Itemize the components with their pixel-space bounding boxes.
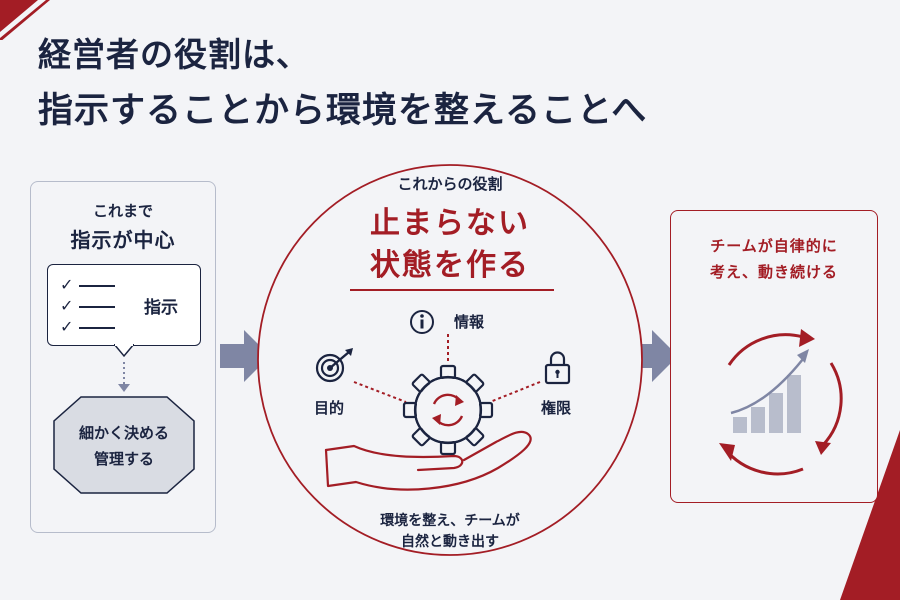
octagon-line2: 管理する [93, 450, 154, 468]
instruction-bubble: ✓ ✓ ✓ 指示 [47, 264, 201, 346]
growth-cycle-graphic [719, 329, 843, 476]
center-graphic [315, 310, 571, 491]
left-caption-big: 指示が中心 [70, 228, 176, 252]
center-headline-line2: 状態を作る [370, 248, 530, 283]
gear-icon [402, 364, 494, 456]
center-ellipse-frame [257, 164, 643, 556]
node-purpose-label: 目的 [314, 399, 345, 417]
center-footer-line1: 環境を整え、チームが [380, 513, 520, 529]
checklist-icon: ✓ [60, 275, 116, 294]
node-information-label: 情報 [454, 313, 485, 331]
page-title-line1: 経営者の役割は、 [38, 35, 310, 74]
dotted-down-arrow-icon [118, 362, 130, 392]
micromanage-text: 細かく決める 管理する [53, 420, 195, 472]
right-text-line1: チームが自律的に [710, 237, 838, 255]
right-panel-after: チームが自律的に 考え、動き続ける [670, 210, 878, 503]
headline-underline [350, 289, 554, 291]
micromanage-octagon [53, 396, 195, 494]
octagon-line1: 細かく決める [78, 424, 169, 442]
checklist-row-icon: ✓ [60, 317, 116, 336]
left-panel-before: これまで 指示が中心 ✓ ✓ ✓ 指示 細かく決める 管理する [30, 181, 216, 533]
target-icon [315, 348, 353, 383]
flow-arrow-icon [220, 330, 270, 382]
corner-stripe-decoration [0, 0, 50, 40]
cycle-arrows-icon [723, 333, 843, 476]
left-caption-small: これまで [92, 202, 153, 220]
flow-arrow-icon [628, 330, 678, 382]
info-icon [410, 310, 434, 334]
page-title-line2: 指示することから環境を整えることへ [38, 91, 648, 131]
corner-triangle-decoration [840, 430, 900, 600]
bubble-label: 指示 [144, 298, 178, 318]
open-hand-icon [324, 430, 532, 491]
node-authority-label: 権限 [541, 399, 572, 417]
center-headline-line1: 止まらない [370, 206, 530, 241]
center-caption-small: これからの役割 [397, 175, 503, 193]
growth-bar-chart-icon [730, 349, 809, 433]
checklist-row-icon: ✓ [60, 296, 116, 315]
lock-icon [544, 351, 571, 385]
right-text-line2: 考え、動き続ける [709, 263, 838, 281]
center-footer-line2: 自然と動き出す [401, 534, 499, 550]
bubble-tail [114, 344, 134, 358]
connector-purpose [353, 381, 407, 403]
connector-authority [489, 381, 541, 403]
